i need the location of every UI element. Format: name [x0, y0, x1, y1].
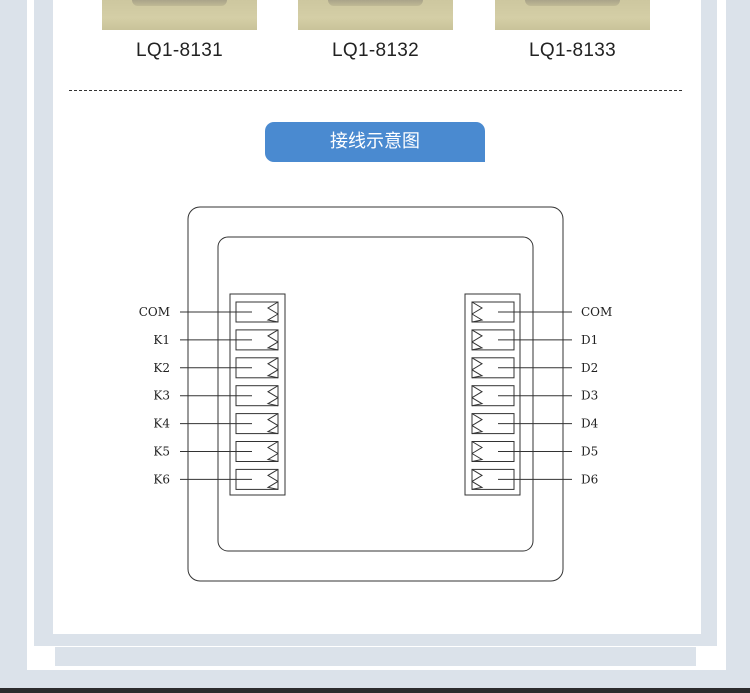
- left-terminal-label: K1: [153, 333, 170, 347]
- right-terminal-label: D2: [581, 361, 598, 375]
- clamp-notch: [266, 313, 279, 323]
- clamp-notch: [266, 425, 279, 435]
- clamp-notch: [471, 453, 484, 462]
- clamp-notch: [267, 357, 279, 371]
- right-terminal: D6: [471, 468, 598, 490]
- clamp-notch: [266, 480, 279, 490]
- left-terminal-label: COM: [139, 305, 170, 319]
- right-terminal-label: D1: [581, 333, 598, 347]
- right-terminal: D4: [471, 413, 599, 435]
- left-terminal: K3: [153, 385, 279, 407]
- right-terminal: D2: [471, 357, 598, 379]
- right-terminal: D1: [471, 329, 598, 351]
- content-panel: [53, 0, 701, 634]
- product-image-2[interactable]: [298, 0, 453, 30]
- clamp-notch: [471, 301, 483, 315]
- product-model-1: LQ1-8131: [136, 40, 223, 61]
- left-terminal-label: K4: [153, 417, 170, 431]
- clamp-notch: [266, 397, 279, 407]
- device-inner-outline: [217, 236, 534, 552]
- device-outer-outline: [187, 206, 564, 582]
- clamp-notch: [267, 468, 279, 482]
- right-terminal-label: D4: [581, 417, 599, 431]
- left-terminal: K1: [153, 329, 279, 351]
- right-terminal-label: D3: [581, 389, 598, 403]
- right-terminal-label: D6: [581, 472, 598, 486]
- left-terminal-label: K3: [153, 389, 170, 403]
- clamp-notch: [471, 329, 483, 343]
- clamp-notch: [266, 369, 279, 379]
- clamp-notch: [471, 357, 483, 371]
- bottom-strip: [55, 647, 696, 666]
- product-image-3[interactable]: [495, 0, 650, 30]
- right-terminal: COM: [471, 301, 612, 323]
- clamp-notch: [471, 441, 483, 454]
- product-image-1[interactable]: [102, 0, 257, 30]
- right-terminal: D3: [471, 385, 598, 407]
- clamp-notch: [267, 329, 279, 343]
- left-terminal: K5: [153, 441, 279, 462]
- product-model-2: LQ1-8132: [332, 40, 419, 61]
- left-terminal-label: K5: [153, 445, 170, 459]
- clamp-notch: [267, 385, 279, 399]
- right-terminal-block: [464, 293, 521, 496]
- clamp-notch: [471, 480, 484, 490]
- clamp-notch: [471, 385, 483, 399]
- clamp-notch: [471, 425, 484, 435]
- clamp-notch: [471, 397, 484, 407]
- left-terminal-label: K2: [153, 361, 170, 375]
- right-terminal: D5: [471, 441, 598, 462]
- clamp-notch: [267, 441, 279, 454]
- clamp-notch: [267, 301, 279, 315]
- product-model-3: LQ1-8133: [529, 40, 616, 61]
- left-terminal: K6: [153, 468, 279, 490]
- dashed-divider: [69, 90, 682, 91]
- clamp-notch: [471, 369, 484, 379]
- bottom-bar: [0, 688, 750, 693]
- right-terminal-label: COM: [581, 305, 612, 319]
- section-title-banner: 接线示意图: [265, 122, 485, 162]
- left-terminal-block: [229, 293, 286, 496]
- clamp-notch: [266, 341, 279, 351]
- left-terminal-label: K6: [153, 472, 170, 486]
- clamp-notch: [471, 413, 483, 427]
- clamp-notch: [471, 468, 483, 482]
- clamp-notch: [266, 453, 279, 462]
- left-terminal: COM: [139, 301, 279, 323]
- clamp-notch: [471, 313, 484, 323]
- clamp-notch: [267, 413, 279, 427]
- right-terminal-label: D5: [581, 445, 598, 459]
- left-terminal: K2: [153, 357, 279, 379]
- clamp-notch: [471, 341, 484, 351]
- left-terminal: K4: [153, 413, 279, 435]
